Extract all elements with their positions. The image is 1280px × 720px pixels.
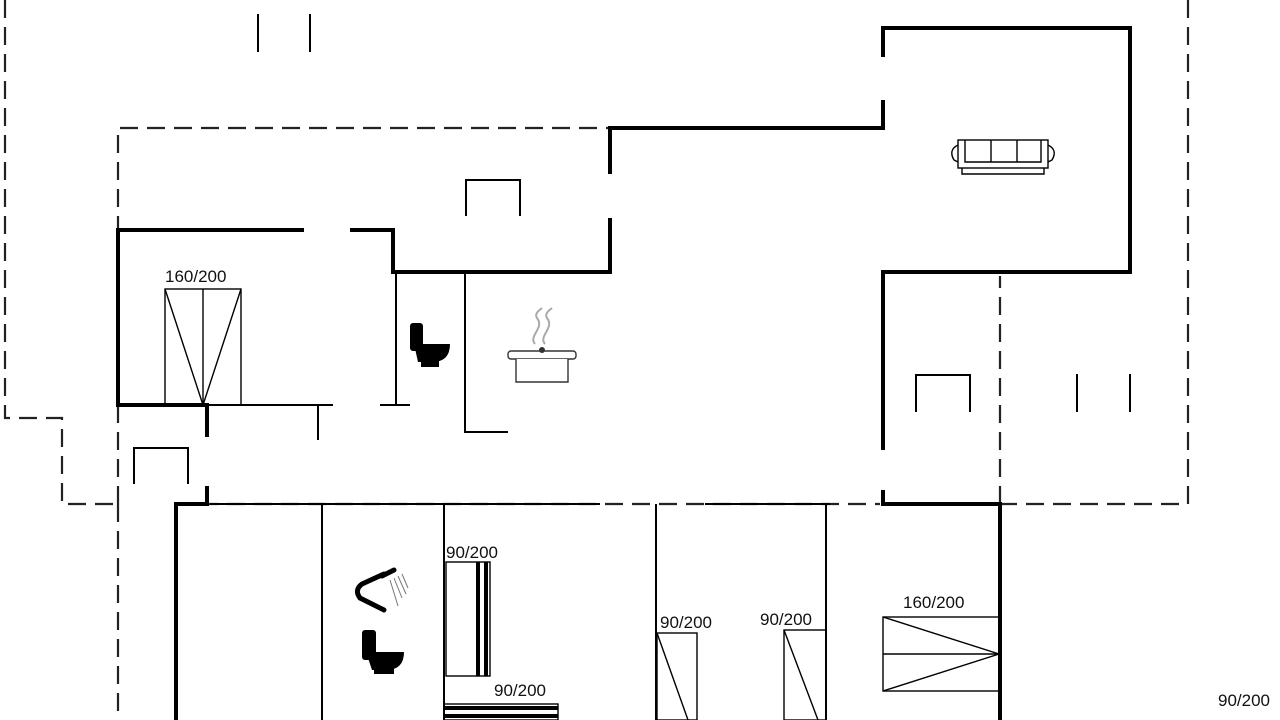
- interior-walls: [207, 272, 830, 720]
- exterior-walls: [116, 26, 1132, 720]
- cooking-pot-icon: [507, 307, 577, 383]
- bed-double-left: 160/200: [164, 267, 242, 408]
- bed-label: 90/200: [494, 681, 546, 700]
- bed-single-bathroom-b: 90/200: [443, 681, 559, 720]
- sofa-icon: [951, 139, 1055, 175]
- bed-label: 90/200: [446, 543, 498, 562]
- bed-label: 160/200: [165, 267, 226, 286]
- bed-single-room3: 90/200: [656, 613, 712, 720]
- door-marks: [133, 14, 1131, 484]
- terrace-outline: [3, 0, 1190, 720]
- bed-label: 90/200: [1218, 691, 1270, 710]
- bed-label: 160/200: [903, 593, 964, 612]
- toilet-icon: [362, 630, 404, 674]
- toilet-icon: [410, 323, 450, 367]
- shower-icon: [354, 567, 409, 613]
- bed-label: 90/200: [760, 610, 812, 629]
- bed-double-right: 160/200: [882, 593, 1002, 692]
- bed-label: 90/200: [660, 613, 712, 632]
- bed-single-room4: 90/200: [760, 610, 827, 720]
- bed-single-bathroom-a: 90/200: [445, 543, 498, 677]
